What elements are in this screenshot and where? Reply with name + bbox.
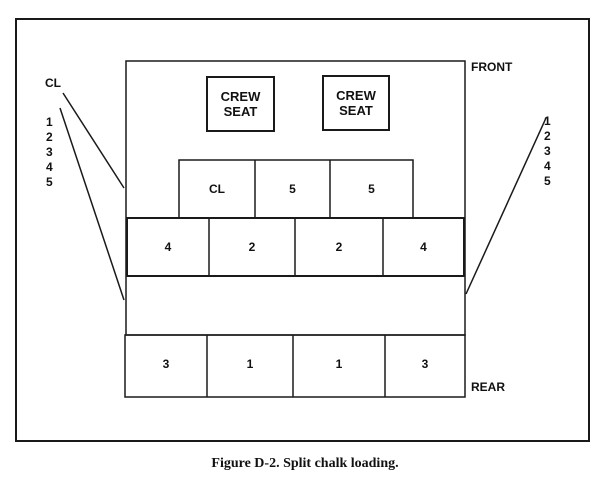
- crew-seat-left: CREW SEAT: [206, 76, 275, 132]
- seat-middle-3: 2: [335, 240, 343, 254]
- left-list-item: 5: [46, 175, 53, 189]
- crew-seat-right-line2: SEAT: [339, 103, 373, 118]
- figure-frame: [15, 18, 590, 442]
- right-list-item: 4: [544, 159, 551, 173]
- seat-middle-4: 4: [420, 240, 427, 254]
- seat-bottom-2: 1: [246, 357, 254, 371]
- crew-seat-left-line2: SEAT: [223, 104, 258, 119]
- seat-bottom-3: 1: [335, 357, 343, 371]
- seat-bottom-1: 3: [162, 357, 170, 371]
- left-pointer-lower: [59, 107, 125, 301]
- seat-top-2: 5: [289, 182, 296, 196]
- left-list-item: 4: [46, 160, 53, 174]
- label-front: FRONT: [471, 60, 513, 74]
- figure-caption: Figure D-2. Split chalk loading.: [211, 456, 399, 471]
- label-rear: REAR: [471, 380, 506, 394]
- right-list-item: 2: [544, 129, 551, 143]
- seat-middle-2: 2: [248, 240, 256, 254]
- right-list-item: 1: [544, 114, 551, 128]
- seat-top-3: 5: [368, 182, 375, 196]
- left-list-item: 1: [46, 115, 53, 129]
- bottom-row-box: [124, 334, 466, 398]
- right-pointer: [465, 117, 547, 295]
- seat-bottom-4: 3: [421, 357, 429, 371]
- crew-seat-right-line1: CREW: [336, 88, 376, 103]
- label-left-cl: CL: [45, 76, 61, 90]
- right-number-list: 1 2 3 4 5: [544, 114, 551, 189]
- left-pointer-upper: [62, 92, 125, 189]
- right-list-item: 3: [544, 144, 551, 158]
- seat-middle-1: 4: [164, 240, 172, 254]
- left-number-list: 1 2 3 4 5: [46, 115, 53, 190]
- right-list-item: 5: [544, 174, 551, 188]
- left-list-item: 2: [46, 130, 53, 144]
- crew-seat-right: CREW SEAT: [322, 75, 390, 131]
- crew-seat-left-line1: CREW: [220, 89, 261, 104]
- left-list-item: 3: [46, 145, 53, 159]
- seat-top-1: CL: [209, 182, 225, 196]
